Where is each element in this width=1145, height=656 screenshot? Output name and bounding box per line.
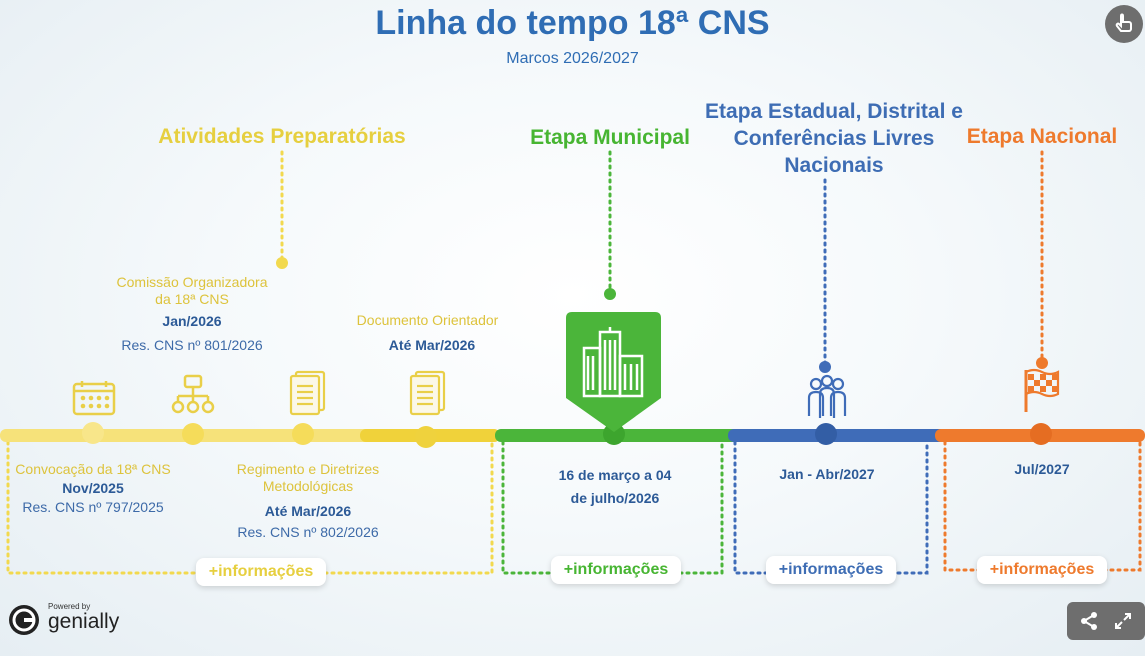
milestone-convocacao-res: Res. CNS nº 797/2025 [22,499,164,515]
more-info-button-estadual[interactable]: +informações [766,556,896,584]
milestone-documento-date: Até Mar/2026 [388,337,476,353]
milestone-comissao-date: Jan/2026 [162,313,222,329]
document-icon [409,370,446,416]
interaction-button[interactable] [1105,5,1143,43]
milestone-comissao-res: Res. CNS nº 801/2026 [121,337,263,353]
milestone-comissao-label: Comissão Organizadora da 18ª CNS [116,274,268,307]
page-subtitle: Marcos 2026/2027 [506,50,639,67]
milestone-regimento-res: Res. CNS nº 802/2026 [237,524,379,540]
hand-pointer-icon [1115,13,1132,32]
municipal-dates: 16 de março a 04 de julho/2026 [558,467,672,506]
estadual-dates: Jan - Abr/2027 [779,466,875,482]
milestone-convocacao-date: Nov/2025 [62,480,124,496]
phase-estadual: Etapa Estadual, Distrital e Conferências… [705,100,963,177]
buildings-icon [582,327,644,398]
more-info-button-municipal[interactable]: +informações [551,556,681,584]
people-icon [807,374,847,418]
phase-nacional: Etapa Nacional [966,125,1118,148]
milestone-documento-label: Documento Orientador [356,312,499,328]
powered-by-text: Powered by [48,602,91,611]
org-chart-icon [171,374,215,414]
calendar-icon [72,381,116,416]
milestone-convocacao-label: Convocação da 18ª CNS [15,461,171,477]
nacional-dates: Jul/2027 [1014,461,1070,477]
phase-preparatorias: Atividades Preparatórias [158,125,406,148]
document-icon [289,370,326,416]
share-icon[interactable] [1079,611,1099,631]
more-info-button-preparatorias[interactable]: +informações [196,558,326,586]
page-title: Linha do tempo 18ª CNS [375,4,770,42]
bottom-toolbar [1067,602,1145,640]
phase-municipal: Etapa Municipal [530,126,690,149]
milestone-regimento-label: Regimento e Diretrizes Metodológicas [236,461,380,494]
milestone-regimento-date: Até Mar/2026 [264,503,352,519]
genially-logo[interactable]: Powered by genially [8,602,128,638]
brand-name: genially [48,610,120,633]
genially-logo-icon [9,605,39,635]
more-info-button-nacional[interactable]: +informações [977,556,1107,584]
expand-icon[interactable] [1113,611,1133,631]
flag-icon [1024,368,1060,412]
